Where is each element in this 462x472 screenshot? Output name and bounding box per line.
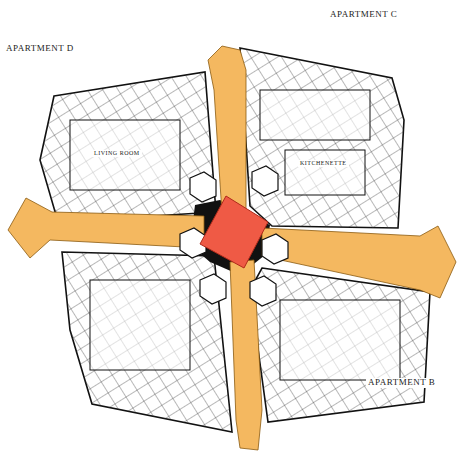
orange-bands bbox=[8, 46, 456, 450]
apartment-label: APARTMENT B bbox=[366, 378, 437, 388]
central-core bbox=[200, 196, 268, 268]
room-label: LIVING ROOM bbox=[92, 150, 142, 157]
apartment-label: APARTMENT D bbox=[4, 44, 76, 54]
apartment-label: APARTMENT C bbox=[328, 10, 399, 20]
room-label: KITCHENETTE bbox=[298, 160, 349, 167]
hexagon-closets bbox=[180, 166, 288, 306]
